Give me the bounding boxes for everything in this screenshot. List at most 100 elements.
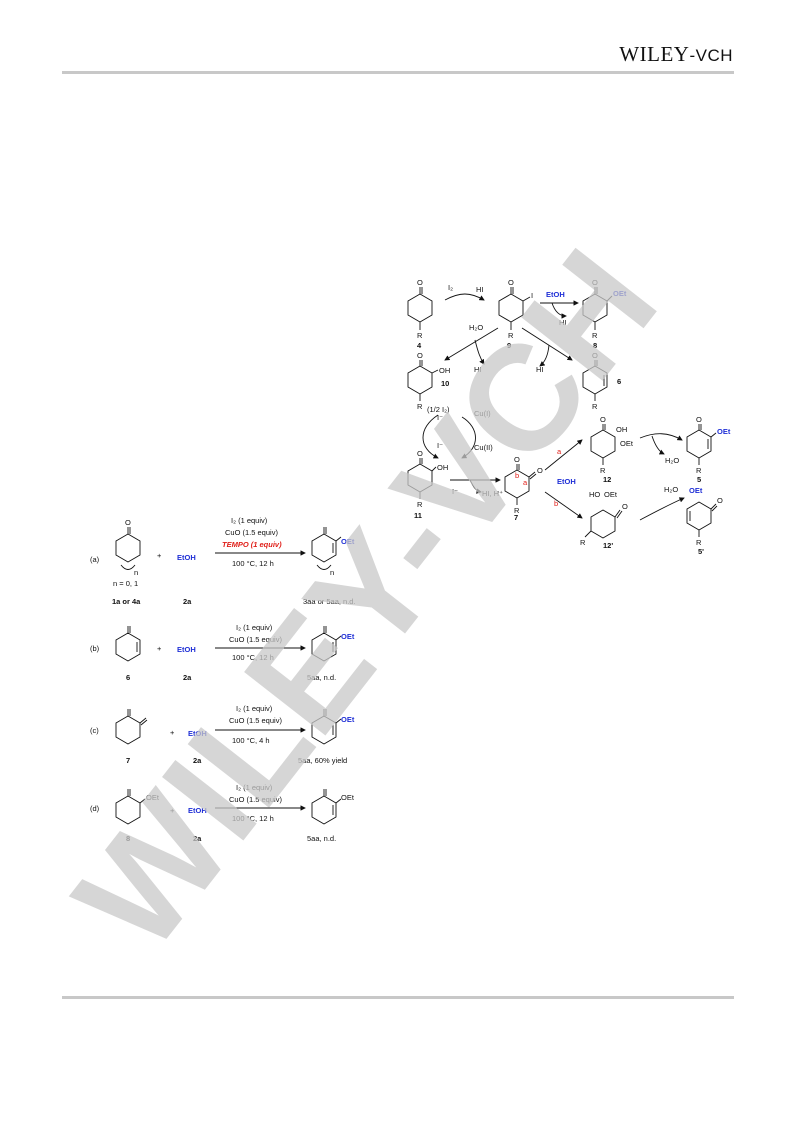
svg-text:H₂O: H₂O [469, 323, 483, 332]
svg-text:6: 6 [126, 673, 130, 682]
svg-text:OH: OH [616, 425, 627, 434]
svg-text:EtOH: EtOH [546, 290, 565, 299]
svg-text:OH: OH [439, 366, 450, 375]
svg-text:I⁻: I⁻ [437, 413, 443, 422]
control-experiment-a: (a) O n n = 0, 1 1a or 4a + EtOH 2a I₂ (… [90, 516, 356, 606]
svg-text:OEt: OEt [341, 537, 355, 546]
label-8: 8 [593, 341, 597, 350]
structure-12: O OH OEt R 12 [590, 415, 634, 484]
svg-text:7: 7 [126, 756, 130, 765]
svg-text:I₂: I₂ [448, 283, 453, 292]
svg-text:100 °C, 12 h: 100 °C, 12 h [232, 653, 274, 662]
svg-text:(1/2 I₂): (1/2 I₂) [427, 405, 450, 414]
svg-text:TEMPO (1 equiv): TEMPO (1 equiv) [222, 540, 282, 549]
svg-text:5aa, n.d.: 5aa, n.d. [307, 834, 336, 843]
structure-11: O OH R 11 [407, 449, 448, 520]
structure-7: O O b a R 7 [504, 455, 543, 522]
svg-text:Cu(II): Cu(II) [474, 443, 493, 452]
svg-text:100 °C, 4 h: 100 °C, 4 h [232, 736, 270, 745]
svg-text:O: O [417, 278, 423, 287]
svg-text:I₂ (1 equiv): I₂ (1 equiv) [236, 783, 273, 792]
label-7: 7 [514, 513, 518, 522]
row-label: (a) [90, 555, 100, 564]
svg-text:CuO (1.5 equiv): CuO (1.5 equiv) [229, 716, 282, 725]
label-12: 12 [603, 475, 611, 484]
svg-text:2a: 2a [193, 756, 202, 765]
row-label: (b) [90, 644, 100, 653]
svg-text:EtOH: EtOH [188, 806, 207, 815]
structure-8: O OEt R 8 [582, 278, 627, 350]
svg-text:O: O [125, 518, 131, 527]
publisher-logo: WILEY-VCH [619, 42, 733, 66]
svg-text:O: O [508, 278, 514, 287]
svg-text:R: R [600, 466, 606, 475]
svg-text:5aa, n.d.: 5aa, n.d. [307, 673, 336, 682]
svg-text:H₂O: H₂O [664, 485, 678, 494]
svg-text:EtOH: EtOH [177, 645, 196, 654]
svg-text:a: a [523, 478, 528, 487]
label-12-prime: 12' [603, 541, 613, 550]
svg-text:R: R [580, 538, 586, 547]
svg-text:OEt: OEt [613, 289, 627, 298]
svg-text:3aa or 5aa, n.d.: 3aa or 5aa, n.d. [303, 597, 356, 606]
svg-text:5aa, 60% yield: 5aa, 60% yield [298, 756, 347, 765]
svg-text:I⁻: I⁻ [452, 487, 458, 496]
svg-text:I₂ (1 equiv): I₂ (1 equiv) [236, 704, 273, 713]
svg-text:100 °C, 12 h: 100 °C, 12 h [232, 559, 274, 568]
row-label: (c) [90, 726, 99, 735]
svg-text:I: I [531, 291, 533, 300]
svg-text:CuO (1.5 equiv): CuO (1.5 equiv) [225, 528, 278, 537]
control-experiment-d: (d) OEt 8 + EtOH 2a I₂ (1 equiv) CuO (1.… [90, 783, 355, 843]
structure-9: O I R 9 [498, 278, 533, 350]
svg-text:a: a [557, 447, 562, 456]
svg-text:CuO (1.5 equiv): CuO (1.5 equiv) [229, 795, 282, 804]
structure-10: O OH R 10 [407, 351, 450, 411]
svg-text:EtOH: EtOH [557, 477, 576, 486]
svg-text:OEt: OEt [341, 715, 355, 724]
label-6: 6 [617, 377, 621, 386]
svg-text:OEt: OEt [620, 439, 634, 448]
svg-text:OEt: OEt [717, 427, 731, 436]
svg-text:EtOH: EtOH [188, 729, 207, 738]
svg-text:HI, H⁺: HI, H⁺ [482, 489, 503, 498]
svg-text:HI: HI [559, 318, 567, 327]
svg-text:R: R [592, 331, 598, 340]
svg-text:n = 0, 1: n = 0, 1 [113, 579, 138, 588]
svg-text:O: O [622, 502, 628, 511]
svg-text:I₂ (1 equiv): I₂ (1 equiv) [231, 516, 268, 525]
svg-text:OEt: OEt [146, 793, 160, 802]
svg-text:O: O [717, 496, 723, 505]
svg-text:n: n [134, 568, 138, 577]
svg-text:HO: HO [589, 490, 600, 499]
svg-text:+: + [170, 728, 175, 737]
svg-text:O: O [600, 415, 606, 424]
svg-text:O: O [417, 351, 423, 360]
svg-text:b: b [554, 499, 558, 508]
svg-text:H₂O: H₂O [665, 456, 679, 465]
svg-text:+: + [157, 551, 162, 560]
svg-text:R: R [417, 402, 423, 411]
header-rule [62, 71, 734, 74]
svg-text:n: n [330, 568, 334, 577]
svg-text:R: R [696, 538, 702, 547]
svg-text:2a: 2a [183, 673, 192, 682]
label-5-prime: 5' [698, 547, 704, 556]
svg-text:OEt: OEt [689, 486, 703, 495]
structure-4: O R 4 [407, 278, 433, 350]
svg-text:R: R [508, 331, 514, 340]
svg-text:O: O [514, 455, 520, 464]
svg-text:+: + [170, 806, 175, 815]
svg-text:100 °C, 12 h: 100 °C, 12 h [232, 814, 274, 823]
svg-text:O: O [592, 278, 598, 287]
svg-text:O: O [592, 351, 598, 360]
svg-text:R: R [514, 506, 520, 515]
label-9: 9 [507, 341, 511, 350]
structure-12-prime: HO OEt O R 12' [580, 490, 628, 550]
svg-text:R: R [417, 500, 423, 509]
svg-text:R: R [592, 402, 598, 411]
row-label: (d) [90, 804, 100, 813]
control-experiment-c: (c) 7 + EtOH 2a I₂ (1 equiv) CuO (1.5 eq… [90, 704, 355, 765]
svg-text:8: 8 [126, 834, 130, 843]
svg-text:O: O [417, 449, 423, 458]
